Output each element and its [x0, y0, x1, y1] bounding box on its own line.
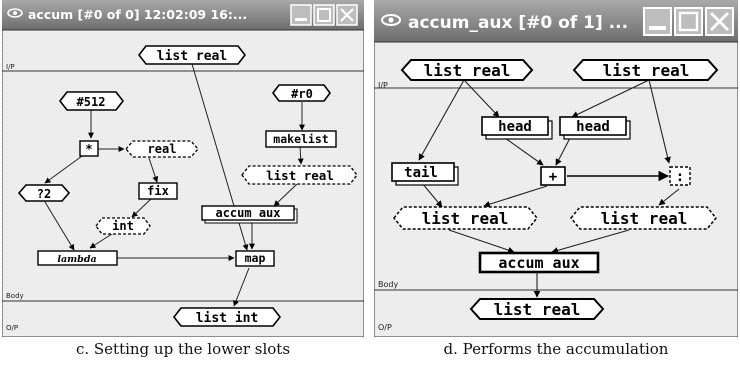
window-title: accum [#0 of 0] 12:02:09 16:...	[28, 7, 247, 22]
window-title: accum_aux [#0 of 1] ...	[408, 13, 628, 33]
svg-text:makelist: makelist	[273, 132, 328, 146]
node-output-list-int[interactable]: list int	[172, 307, 282, 327]
svg-text:lambda: lambda	[57, 254, 96, 265]
close-icon	[340, 8, 354, 22]
node-multiply[interactable]: *	[79, 140, 99, 157]
svg-text:*: *	[85, 142, 92, 156]
svg-text:list real: list real	[424, 61, 511, 80]
svg-text:list real: list real	[266, 168, 334, 183]
svg-text:map: map	[245, 251, 266, 265]
close-button[interactable]	[336, 4, 358, 26]
svg-text:accum aux: accum aux	[215, 206, 280, 220]
right-caption: d. Performs the accumulation	[443, 340, 669, 358]
close-icon	[710, 12, 729, 31]
minimize-icon	[295, 18, 307, 21]
io-bottom-label: O/P	[378, 323, 392, 332]
close-button[interactable]	[705, 7, 734, 36]
minimize-button[interactable]	[643, 7, 672, 36]
node-plus[interactable]: +	[540, 166, 566, 186]
svg-text:list int: list int	[196, 311, 259, 326]
node-q2[interactable]: ?2	[17, 184, 71, 202]
node-map[interactable]: map	[235, 250, 275, 267]
diagram-canvas[interactable]	[374, 42, 738, 337]
node-list-real-4[interactable]: list real	[570, 206, 717, 230]
node-input-list-real-1[interactable]: list real	[400, 59, 534, 81]
svg-text:int: int	[112, 219, 134, 233]
svg-text:list real: list real	[422, 209, 509, 228]
svg-text:tail: tail	[404, 165, 438, 181]
svg-text:real: real	[148, 142, 177, 156]
minimize-button[interactable]	[290, 4, 312, 26]
node-int[interactable]: int	[95, 217, 151, 235]
node-accum-aux[interactable]: accum aux	[201, 205, 298, 224]
maximize-icon	[317, 8, 331, 22]
body-label: Body	[378, 280, 398, 289]
body-label: Body	[6, 292, 24, 300]
svg-text:list real: list real	[157, 49, 227, 64]
svg-text:list real: list real	[603, 61, 690, 80]
node-tail[interactable]: tail	[391, 162, 459, 186]
svg-text:+: +	[549, 169, 557, 185]
node-const-r0[interactable]: #r0	[272, 84, 331, 102]
node-list-real-mid[interactable]: list real	[241, 165, 358, 185]
node-const-512[interactable]: #512	[58, 91, 125, 111]
svg-text::: :	[676, 169, 684, 185]
left-window: accum [#0 of 0] 12:02:09 16:... I/P Body…	[2, 0, 364, 337]
app-eye-icon	[381, 14, 401, 26]
io-top-label: I/P	[6, 63, 15, 71]
maximize-icon	[678, 11, 699, 32]
node-list-real-3[interactable]: list real	[393, 206, 538, 230]
node-head-1[interactable]: head	[481, 116, 553, 140]
svg-text:accum aux: accum aux	[498, 254, 579, 272]
maximize-button[interactable]	[674, 7, 703, 36]
node-makelist[interactable]: makelist	[265, 130, 337, 148]
svg-text:list real: list real	[601, 209, 688, 228]
app-eye-icon	[7, 8, 23, 18]
node-output-list-real[interactable]: list real	[469, 298, 605, 320]
svg-text:head: head	[498, 119, 532, 135]
node-fix[interactable]: fix	[138, 182, 178, 200]
svg-text:head: head	[576, 119, 610, 135]
node-input-list-real[interactable]: list real	[137, 45, 247, 65]
node-accum-aux[interactable]: accum aux	[478, 251, 600, 274]
svg-text:list real: list real	[494, 300, 581, 319]
node-real[interactable]: real	[125, 140, 199, 158]
node-dots[interactable]: :	[669, 166, 691, 186]
node-lambda[interactable]: lambda	[37, 250, 118, 266]
svg-text:fix: fix	[147, 184, 169, 198]
io-top-label: I/P	[378, 81, 388, 90]
maximize-button[interactable]	[313, 4, 335, 26]
left-caption: c. Setting up the lower slots	[75, 340, 291, 358]
svg-text:#r0: #r0	[291, 87, 313, 101]
io-bottom-label: O/P	[6, 324, 18, 332]
node-head-2[interactable]: head	[559, 116, 631, 140]
node-input-list-real-2[interactable]: list real	[572, 59, 719, 81]
minimize-icon	[649, 26, 666, 30]
svg-text:#512: #512	[77, 95, 106, 109]
right-window: accum_aux [#0 of 1] ... I/P Body O/P	[374, 0, 738, 337]
svg-text:?2: ?2	[37, 187, 51, 201]
